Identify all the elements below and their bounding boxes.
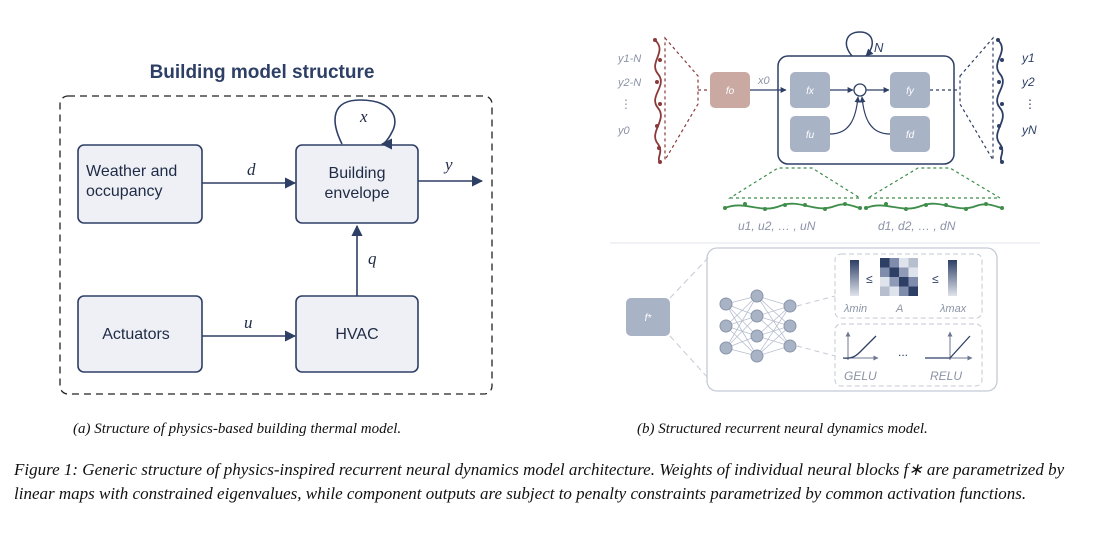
fx-label: fx: [806, 86, 815, 97]
neural-network: [725, 295, 791, 357]
weather-label-1: Weather and: [86, 163, 177, 180]
nn-link-top: [796, 295, 836, 307]
panel-a-title: Building model structure: [150, 62, 375, 83]
y-in-label-1: y2-N: [617, 77, 641, 89]
nn-link-bottom: [796, 345, 836, 357]
building-label-2: envelope: [325, 185, 390, 202]
arrow-x-loop: [334, 99, 396, 150]
activation-box: [834, 323, 983, 387]
n-label: N: [874, 40, 884, 55]
d-seq-label: d1, d2, … , dN: [878, 219, 956, 233]
f-star-link-bottom: [669, 335, 709, 379]
a-label: A: [895, 303, 903, 315]
fo-label: fo: [726, 86, 735, 97]
eigen-box: [834, 253, 983, 319]
signal-x: x: [359, 107, 368, 126]
panel-a: Building model structure Weather and occ…: [59, 62, 493, 395]
decoder-trapezoid: [959, 36, 994, 163]
relu-plot: [925, 331, 973, 361]
lambda-min-bar: [850, 260, 859, 296]
output-wave: [996, 39, 1004, 163]
building-label-1: Building: [329, 165, 386, 182]
u-encoder: [727, 167, 863, 199]
y-in-label-0: y1-N: [617, 53, 641, 65]
actuators-block: [77, 295, 203, 373]
input-wave: [654, 39, 662, 163]
f-star-link-top: [669, 257, 709, 299]
signal-u: u: [244, 313, 253, 332]
fy-block: [890, 72, 930, 108]
gelu-label: GELU: [844, 369, 877, 383]
weather-block: [77, 144, 203, 224]
d-wave-points: [864, 202, 1004, 211]
y-out-label-3: yN: [1021, 123, 1037, 137]
caption-b: (b) Structured recurrent neural dynamics…: [637, 421, 928, 437]
fd-label: fd: [906, 130, 915, 141]
fd-to-sum: [859, 96, 891, 135]
d-wave: [865, 202, 1003, 210]
fy-label: fy: [906, 86, 915, 97]
leq-1: ≤: [866, 272, 873, 286]
fu-to-sum: [829, 96, 861, 135]
fd-block: [890, 116, 930, 152]
fu-label: fu: [806, 130, 815, 141]
f-star-label: f*: [645, 313, 653, 324]
output-wave-points: [996, 38, 1004, 164]
sum-node: [853, 83, 867, 97]
encoder-trapezoid: [664, 36, 699, 163]
u-wave-points: [723, 202, 862, 211]
y-in-label-2: ⋮: [620, 97, 632, 111]
fo-block: [710, 72, 750, 108]
y-out-label-0: y1: [1021, 51, 1035, 65]
y-out-label-2: ⋮: [1024, 97, 1036, 111]
lambda-min-label: λmin: [843, 303, 867, 315]
relu-label: RELU: [930, 369, 962, 383]
lambda-max-label: λmax: [939, 303, 967, 315]
signal-d: d: [247, 160, 256, 179]
detail-container: [706, 247, 998, 392]
fu-block: [790, 116, 830, 152]
nn-nodes: [719, 289, 797, 363]
gelu-plot: [842, 331, 879, 361]
activation-dots: ...: [898, 345, 908, 359]
weather-label-2: occupancy: [86, 183, 163, 200]
signal-y: y: [443, 155, 453, 174]
f-star-block: [626, 298, 670, 336]
y-in-label-3: y0: [617, 125, 631, 137]
hvac-label: HVAC: [335, 326, 378, 343]
figure-caption: Figure 1: Generic structure of physics-i…: [14, 460, 1065, 503]
n-loop: [845, 31, 874, 57]
input-wave-points: [653, 38, 662, 164]
leq-2: ≤: [932, 272, 939, 286]
building-block: [295, 144, 419, 224]
fx-block: [790, 72, 830, 108]
u-seq-label: u1, u2, … , uN: [738, 219, 816, 233]
signal-q: q: [368, 249, 377, 268]
lambda-max-bar: [948, 260, 957, 296]
matrix-a: [880, 258, 918, 296]
panel-b: y1-N y2-N ⋮ y0 fo x0 N fx fu fy fd: [610, 31, 1040, 392]
dashed-boundary: [59, 95, 493, 395]
y-out-label-1: y2: [1021, 75, 1035, 89]
u-wave: [724, 202, 861, 210]
caption-a: (a) Structure of physics-based building …: [73, 421, 402, 437]
actuators-label: Actuators: [102, 326, 170, 343]
x0-label: x0: [757, 75, 771, 87]
d-encoder: [865, 167, 1003, 199]
